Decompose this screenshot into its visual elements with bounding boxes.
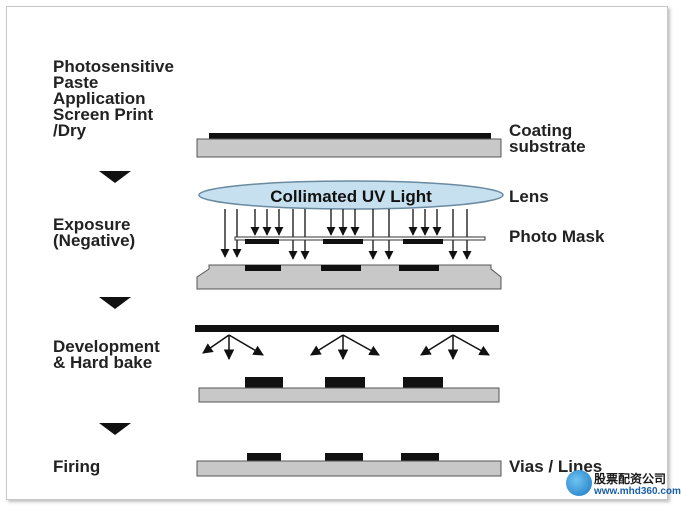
step-label-firing: Firing <box>53 457 101 476</box>
mask-block <box>323 239 363 244</box>
spray-arrow <box>452 334 490 356</box>
step-label-line: Development <box>53 337 160 356</box>
developed-block <box>325 377 365 388</box>
globe-logo-icon <box>566 470 592 496</box>
fired-block <box>325 453 363 461</box>
spray-arrow <box>310 334 344 356</box>
step-label-line: Application <box>53 89 146 108</box>
mask-block <box>245 239 279 244</box>
lens-text: Collimated UV Light <box>270 187 432 206</box>
substrate-4 <box>196 460 502 477</box>
step-label-line: (Negative) <box>53 231 136 250</box>
watermark-brand: 股票配资公司 <box>594 472 667 486</box>
fired-block <box>247 453 281 461</box>
step-label-paste-application: Photosensitive Paste Application Screen … <box>53 57 174 140</box>
step-label-exposure: Exposure (Negative) <box>53 215 136 250</box>
label-lens: Lens <box>509 187 549 206</box>
step-arrow-3 <box>99 423 131 435</box>
spray-arrow <box>342 334 380 356</box>
exposed-block <box>245 265 281 271</box>
exposed-block <box>321 265 361 271</box>
fired-block <box>401 453 439 461</box>
step-label-line: Exposure <box>53 215 131 234</box>
label-line: Coating <box>509 121 573 140</box>
step-label-line: Screen Print <box>53 105 154 124</box>
development-bar <box>195 325 499 332</box>
substrate-3 <box>198 387 500 403</box>
process-diagram: Collimated UV Light <box>99 133 504 477</box>
label-line: substrate <box>509 137 586 156</box>
label-photo-mask: Photo Mask <box>509 227 605 246</box>
step-label-line: Firing <box>53 457 101 476</box>
step-label-line: Paste <box>53 73 99 92</box>
coating-layer <box>209 133 491 139</box>
slide-frame: Photosensitive Paste Application Screen … <box>6 6 668 500</box>
step-label-line: & Hard bake <box>53 353 153 372</box>
label-coating-substrate: Coating substrate <box>509 121 586 156</box>
mask-block <box>403 239 443 244</box>
uv-light-arrows <box>220 209 472 260</box>
developed-block <box>245 377 283 388</box>
step-label-development: Development & Hard bake <box>53 337 160 372</box>
spray-arrow <box>202 334 230 354</box>
step-label-line: Photosensitive <box>53 57 174 76</box>
spray-arrow <box>420 334 454 356</box>
step-arrow-1 <box>99 171 131 183</box>
lens-ellipse <box>198 180 504 210</box>
spray-arrow <box>228 334 264 356</box>
watermark: 股票配资公司 www.mhd360.com <box>566 466 681 502</box>
exposed-block <box>399 265 439 271</box>
step-label-line: /Dry <box>53 121 87 140</box>
developed-block <box>403 377 443 388</box>
step-arrow-2 <box>99 297 131 309</box>
substrate-1 <box>196 138 502 158</box>
watermark-url: www.mhd360.com <box>594 486 681 497</box>
development-spray-arrows <box>202 334 490 361</box>
